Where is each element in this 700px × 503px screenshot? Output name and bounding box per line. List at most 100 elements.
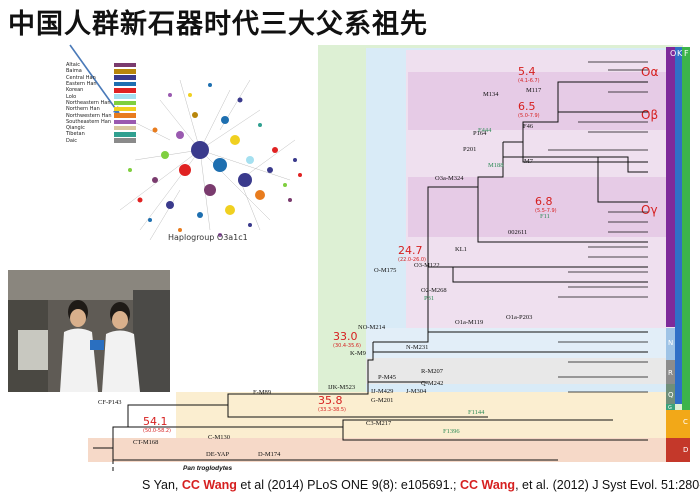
citation-text: et al (2014) PLoS ONE 9(8): e105691.; — [236, 478, 460, 492]
node-label: F1396 — [443, 428, 460, 435]
legend-swatch — [114, 132, 136, 137]
clade-label-ob: Oβ — [641, 108, 658, 122]
clade-bar-o — [666, 47, 675, 327]
network-nodes — [128, 83, 302, 237]
age-ci: (30.4-35.6) — [333, 343, 361, 349]
legend-label: Korean — [66, 87, 84, 94]
node-label: M134 — [483, 91, 499, 98]
node-label: C-M130 — [208, 434, 230, 441]
citation-author: CC Wang — [181, 478, 237, 492]
legend-swatch — [114, 62, 136, 68]
node-label: F1144 — [468, 409, 485, 416]
legend-label: Tibetan — [66, 131, 85, 138]
age-ci: (5.5-7.9) — [535, 208, 557, 214]
node-label: IJ-M429 — [371, 388, 393, 395]
node-label: F11 — [540, 213, 550, 220]
node-label: K-M9 — [350, 350, 366, 357]
right-label-k: K — [677, 49, 683, 58]
age-ci: (5.0-7.9) — [518, 113, 540, 119]
node-label: P164 — [473, 130, 487, 137]
legend-label: Southeastern Han — [66, 118, 112, 125]
age-value: 54.1 — [143, 415, 168, 428]
legend-label: Baima — [66, 68, 82, 75]
node-label: O1a-M119 — [455, 319, 483, 326]
legend-row: Eastern Han — [66, 81, 136, 87]
clade-bar-q — [666, 384, 675, 404]
clade-label-d: D — [683, 446, 688, 454]
legend-label: Daic — [66, 137, 78, 144]
legend-swatch — [114, 75, 136, 80]
node-labels: M134 M117 P164 F444 F46 P201 M188 M7 O3a… — [98, 87, 550, 472]
legend-label: Altaic — [66, 62, 80, 69]
node-label: R-M207 — [421, 368, 444, 375]
node-label: M7 — [524, 158, 534, 165]
node-label: KL1 — [455, 246, 467, 253]
legend-row: Southeastern Han — [66, 119, 136, 125]
legend-swatch — [114, 100, 136, 106]
legend-row: Daic — [66, 138, 136, 144]
right-label-o: O — [670, 49, 676, 58]
legend-swatch — [114, 119, 136, 125]
legend-row: Lolo — [66, 93, 136, 100]
legend-row: Baima — [66, 68, 136, 74]
pointer-arrow — [69, 44, 121, 116]
clade-label-oa: Oα — [641, 65, 658, 79]
legend-swatch — [114, 81, 136, 87]
clade-label-r: R — [668, 369, 673, 377]
node-label: N-M231 — [406, 344, 428, 351]
legend-label: Qiangic — [66, 125, 85, 132]
legend-swatch — [114, 94, 136, 99]
clade-bar-k — [675, 47, 682, 404]
node-label: F46 — [523, 123, 534, 130]
node-label: G-M201 — [371, 397, 393, 404]
clade-bar-g — [666, 404, 675, 410]
age-value: 35.8 — [318, 394, 343, 407]
legend-label: Eastern Han — [66, 81, 97, 88]
legend-swatch — [114, 106, 136, 112]
legend-label: Lolo — [66, 93, 77, 100]
node-label: F-M89 — [253, 389, 271, 396]
network-caption: Haplogroup O3a1c1 — [168, 233, 248, 242]
citation-footer: S Yan, CC Wang et al (2014) PLoS ONE 9(8… — [142, 478, 700, 492]
node-label: IJK-M523 — [328, 384, 355, 391]
clade-bar-n — [666, 328, 675, 360]
age-value: 5.4 — [518, 65, 536, 78]
citation-text: S Yan, — [142, 478, 182, 492]
network-legend: Altaic Baima Central Han Eastern Han Kor… — [66, 62, 136, 144]
clade-bar-c — [666, 410, 690, 438]
node-label: D-M174 — [258, 451, 281, 458]
legend-swatch — [114, 138, 136, 143]
age-ci: (50.0-58.2) — [143, 428, 171, 434]
age-annotations: 5.4 (4.1-6.7) 6.5 (5.0-7.9) 6.8 (5.5-7.9… — [143, 65, 557, 434]
clade-bar-f — [682, 47, 690, 442]
age-ci: (33.3-38.5) — [318, 407, 346, 413]
phylogenetic-tree: O K F N R Q G C D Oα Oβ Oγ — [88, 45, 690, 472]
legend-row: Korean — [66, 87, 136, 93]
age-value: 6.5 — [518, 100, 536, 113]
node-label: O2-M268 — [421, 287, 447, 294]
legend-swatch — [114, 125, 136, 131]
legend-swatch — [114, 69, 136, 74]
node-label: M117 — [526, 87, 542, 94]
node-label: O-M175 — [374, 267, 396, 274]
clade-label-g: G — [668, 405, 672, 411]
node-label: 002611 — [508, 229, 527, 236]
legend-row: Qiangic — [66, 125, 136, 131]
legend-label: Northwestern Han — [66, 112, 112, 119]
clade-label-q: Q — [668, 391, 674, 399]
age-value: 24.7 — [398, 244, 423, 257]
legend-row: Altaic — [66, 62, 136, 68]
node-label: DE-YAP — [206, 451, 229, 458]
legend-label: Northeastern Han — [66, 99, 111, 106]
clade-bar-r — [666, 360, 675, 384]
legend-row: Central Han — [66, 75, 136, 81]
node-label: P-M45 — [378, 374, 396, 381]
age-value: 6.8 — [535, 195, 553, 208]
slide-title: 中国人群新石器时代三大父系祖先 — [8, 9, 428, 40]
legend-swatch — [114, 113, 136, 118]
legend-row: Northwestern Han — [66, 112, 136, 119]
node-label: M188 — [488, 162, 504, 169]
clade-label-c: C — [683, 418, 688, 426]
legend-row: Northeastern Han — [66, 100, 136, 106]
node-label: Q-M242 — [421, 380, 443, 387]
